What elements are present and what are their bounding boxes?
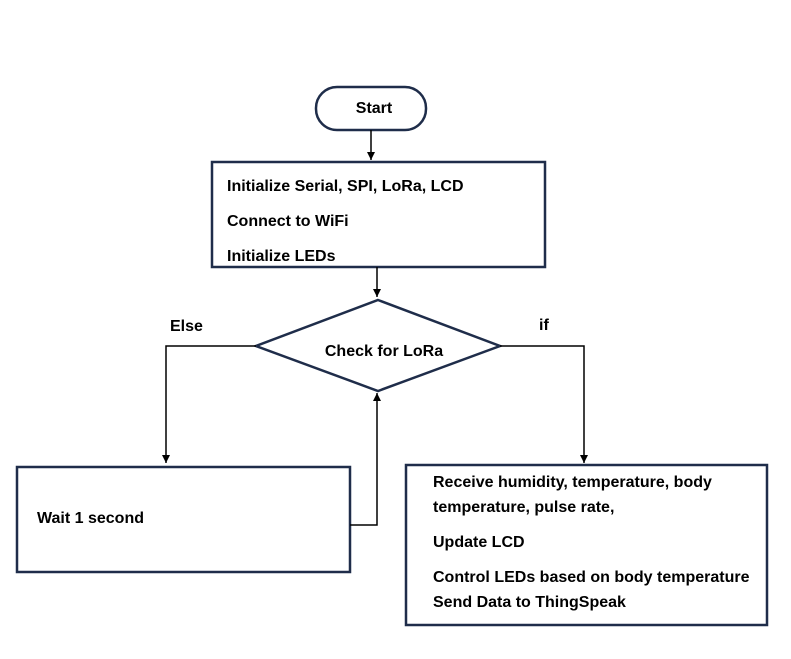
init-line-wifi: Connect to WiFi xyxy=(227,213,349,230)
init-line-leds: Initialize LEDs xyxy=(227,248,336,265)
process-line-receive-cont: temperature, pulse rate, xyxy=(433,499,614,516)
init-process-box xyxy=(210,160,547,269)
process-line-control-leds: Control LEDs based on body temperature xyxy=(433,569,750,586)
connector-if-branch xyxy=(500,345,588,463)
data-process-box xyxy=(404,463,769,627)
process-line-update-lcd: Update LCD xyxy=(433,534,525,551)
connector-wait-loop-back xyxy=(350,393,381,526)
connector-else-branch xyxy=(162,345,256,463)
decision-label: Check for LoRa xyxy=(325,343,443,360)
start-label: Start xyxy=(356,100,393,117)
process-line-receive: Receive humidity, temperature, body xyxy=(433,474,712,491)
decision-diamond xyxy=(252,298,504,393)
wait-label: Wait 1 second xyxy=(37,510,144,527)
init-line-serial: Initialize Serial, SPI, LoRa, LCD xyxy=(227,178,464,195)
wait-process-box xyxy=(15,465,352,574)
if-branch-label: if xyxy=(539,317,549,334)
process-line-send-data: Send Data to ThingSpeak xyxy=(433,594,626,611)
else-branch-label: Else xyxy=(170,318,203,335)
